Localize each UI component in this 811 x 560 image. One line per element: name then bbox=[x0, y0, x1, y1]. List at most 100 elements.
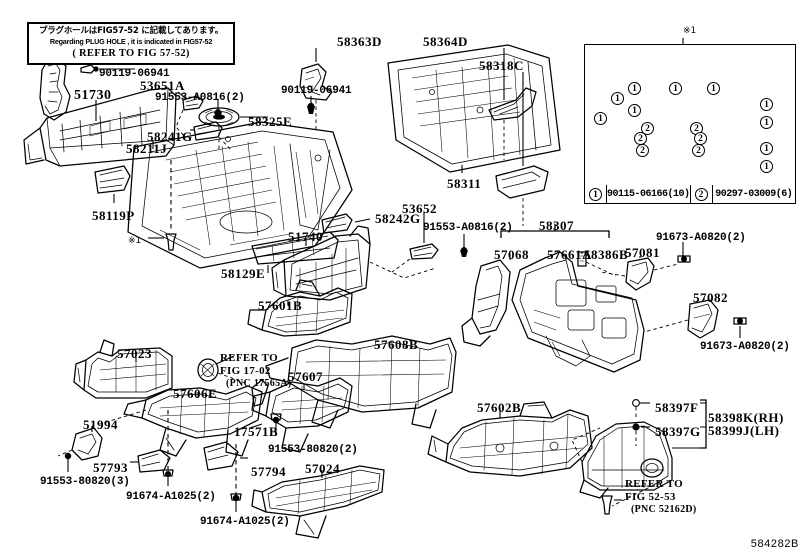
plug-marker-star1-left bbox=[148, 160, 177, 251]
part-label-53652: 53652 bbox=[402, 201, 437, 216]
star-marker: ※1 bbox=[128, 236, 142, 246]
part-label-57068: 57068 bbox=[494, 247, 529, 262]
part-label-57602B: 57602B bbox=[477, 400, 522, 415]
part-label-58386B: 58386B bbox=[584, 247, 629, 262]
legend-circle-1: 1 bbox=[589, 187, 602, 201]
reference-note-line: (PNC 17565A) bbox=[226, 377, 292, 389]
part-label-57081: 57081 bbox=[625, 245, 660, 260]
part-label-57607: 57607 bbox=[288, 369, 323, 384]
part-label-58398K-RH: 58398K(RH) bbox=[708, 410, 784, 425]
part-label-58397G: 58397G bbox=[655, 424, 701, 439]
part-label-90119-06941-b: 90119-06941 bbox=[281, 85, 352, 97]
part-label-57601B: 57601B bbox=[258, 298, 303, 313]
part-label-58399J-LH: 58399J(LH) bbox=[708, 423, 780, 438]
part-label-58363D: 58363D bbox=[337, 34, 382, 49]
part-57661A-57068-rear-panel bbox=[511, 251, 645, 373]
fastener-58397G bbox=[632, 423, 650, 446]
part-label-57024: 57024 bbox=[305, 461, 340, 476]
legend-part-1: 90115-06166(10) bbox=[607, 185, 691, 203]
fastener-91674-A1025-a bbox=[162, 469, 174, 486]
reference-note-line: (PNC 52162D) bbox=[631, 503, 697, 515]
part-57794-art bbox=[203, 441, 248, 471]
fastener-91674-A1025-b bbox=[230, 493, 242, 512]
note-reference: ( REFER TO FIG 57-52) bbox=[72, 48, 190, 60]
legend-callout-1: 1 bbox=[760, 116, 773, 129]
reference-note-line: FIG 17-02 bbox=[220, 364, 271, 377]
legend-table: 1 90115-06166(10) 2 90297-03009(6) bbox=[584, 185, 796, 204]
legend-callout-1: 1 bbox=[628, 104, 641, 117]
reference-note-line: REFER TO bbox=[220, 352, 278, 364]
note-japanese: プラグホールはFIG57-52 に記載してあります。 bbox=[38, 26, 224, 37]
legend-callout-2: 2 bbox=[694, 132, 707, 145]
part-57068-art bbox=[461, 254, 511, 347]
fastener-91673-A0820-b bbox=[733, 317, 747, 338]
part-label-58211J: 58211J bbox=[126, 141, 168, 156]
part-label-17571B: 17571B bbox=[234, 424, 279, 439]
part-57793-art bbox=[130, 449, 171, 473]
legend-callout-1: 1 bbox=[760, 142, 773, 155]
part-label-57082: 57082 bbox=[693, 290, 728, 305]
part-label-91673-A0820-2b: 91673-A0820(2) bbox=[700, 341, 790, 353]
fastener-58397F bbox=[632, 399, 650, 420]
part-label-91553-80820-3: 91553-80820(3) bbox=[40, 476, 130, 488]
reference-note-line: REFER TO bbox=[625, 478, 683, 490]
part-label-58318C: 58318C bbox=[479, 58, 524, 73]
part-label-51730: 51730 bbox=[74, 88, 112, 103]
fastener-91553-80820-3 bbox=[64, 452, 72, 472]
diagram-id: 584282B bbox=[750, 538, 799, 550]
part-label-91553-80820-2: 91553-80820(2) bbox=[268, 444, 358, 456]
legend-num-2: 2 bbox=[691, 185, 713, 203]
part-label-58129E: 58129E bbox=[221, 266, 266, 281]
legend-callout-1: 1 bbox=[628, 82, 641, 95]
part-58242G-art bbox=[321, 213, 371, 234]
part-label-57661A: 57661A bbox=[547, 247, 592, 262]
part-58241G-art bbox=[190, 121, 232, 151]
legend-callout-1: 1 bbox=[594, 112, 607, 125]
part-label-91553-A0816-2a: 91553-A0816(2) bbox=[155, 92, 245, 104]
fastener-91673-A0820-a bbox=[677, 242, 691, 263]
legend-callout-1: 1 bbox=[760, 160, 773, 173]
legend-callout-1: 1 bbox=[669, 82, 682, 95]
part-label-57793: 57793 bbox=[93, 460, 128, 475]
part-label-58364D: 58364D bbox=[423, 34, 468, 49]
legend-callout-2: 2 bbox=[634, 132, 647, 145]
part-label-53651A: 53651A bbox=[140, 78, 185, 93]
legend-part-number-2: 90297-03009(6) bbox=[715, 188, 793, 200]
part-label-51994: 51994 bbox=[83, 417, 118, 432]
fastener-90119-06941-b bbox=[307, 96, 315, 114]
part-58311-rear-floor-pan bbox=[387, 44, 561, 173]
legend-callout-1: 1 bbox=[707, 82, 720, 95]
part-58119P-art bbox=[94, 165, 131, 203]
part-label-51740: 51740 bbox=[288, 229, 323, 244]
part-label-58242G: 58242G bbox=[375, 211, 421, 226]
part-label-57608B: 57608B bbox=[374, 337, 419, 352]
part-label-91674-A1025-2a: 91674-A1025(2) bbox=[126, 491, 216, 503]
part-label-58119P: 58119P bbox=[92, 208, 135, 223]
legend-callout-1: 1 bbox=[611, 92, 624, 105]
star-marker: ※1 bbox=[683, 26, 697, 36]
part-label-91673-A0820-2a: 91673-A0820(2) bbox=[656, 232, 746, 244]
legend-circle-2: 2 bbox=[694, 187, 708, 201]
part-label-58307: 58307 bbox=[539, 218, 574, 233]
legend-callout-2: 2 bbox=[692, 144, 705, 157]
legend-part-2: 90297-03009(6) bbox=[713, 185, 796, 203]
part-label-57023: 57023 bbox=[117, 346, 152, 361]
part-label-58241G: 58241G bbox=[147, 129, 193, 144]
part-label-91553-A0816-2b: 91553-A0816(2) bbox=[423, 222, 513, 234]
legend-callout-2: 2 bbox=[641, 122, 654, 135]
part-label-58397F: 58397F bbox=[655, 400, 699, 415]
part-label-57794: 57794 bbox=[251, 464, 286, 479]
part-label-58325E: 58325E bbox=[248, 114, 293, 129]
part-label-90119-06941-a: 90119-06941 bbox=[99, 68, 170, 80]
legend-num-1: 1 bbox=[585, 185, 607, 203]
reference-note-line: FIG 52-53 bbox=[625, 490, 676, 503]
plug-hole-note-box: プラグホールはFIG57-52 に記載してあります。 Regarding PLU… bbox=[27, 22, 235, 65]
note-english: Regarding PLUG HOLE , it is indicated in… bbox=[49, 36, 213, 46]
part-label-91674-A1025-2b: 91674-A1025(2) bbox=[200, 516, 290, 528]
legend-callout-2: 2 bbox=[636, 144, 649, 157]
part-58318C-art bbox=[495, 72, 549, 226]
legend-part-number-1: 90115-06166(10) bbox=[607, 188, 690, 200]
